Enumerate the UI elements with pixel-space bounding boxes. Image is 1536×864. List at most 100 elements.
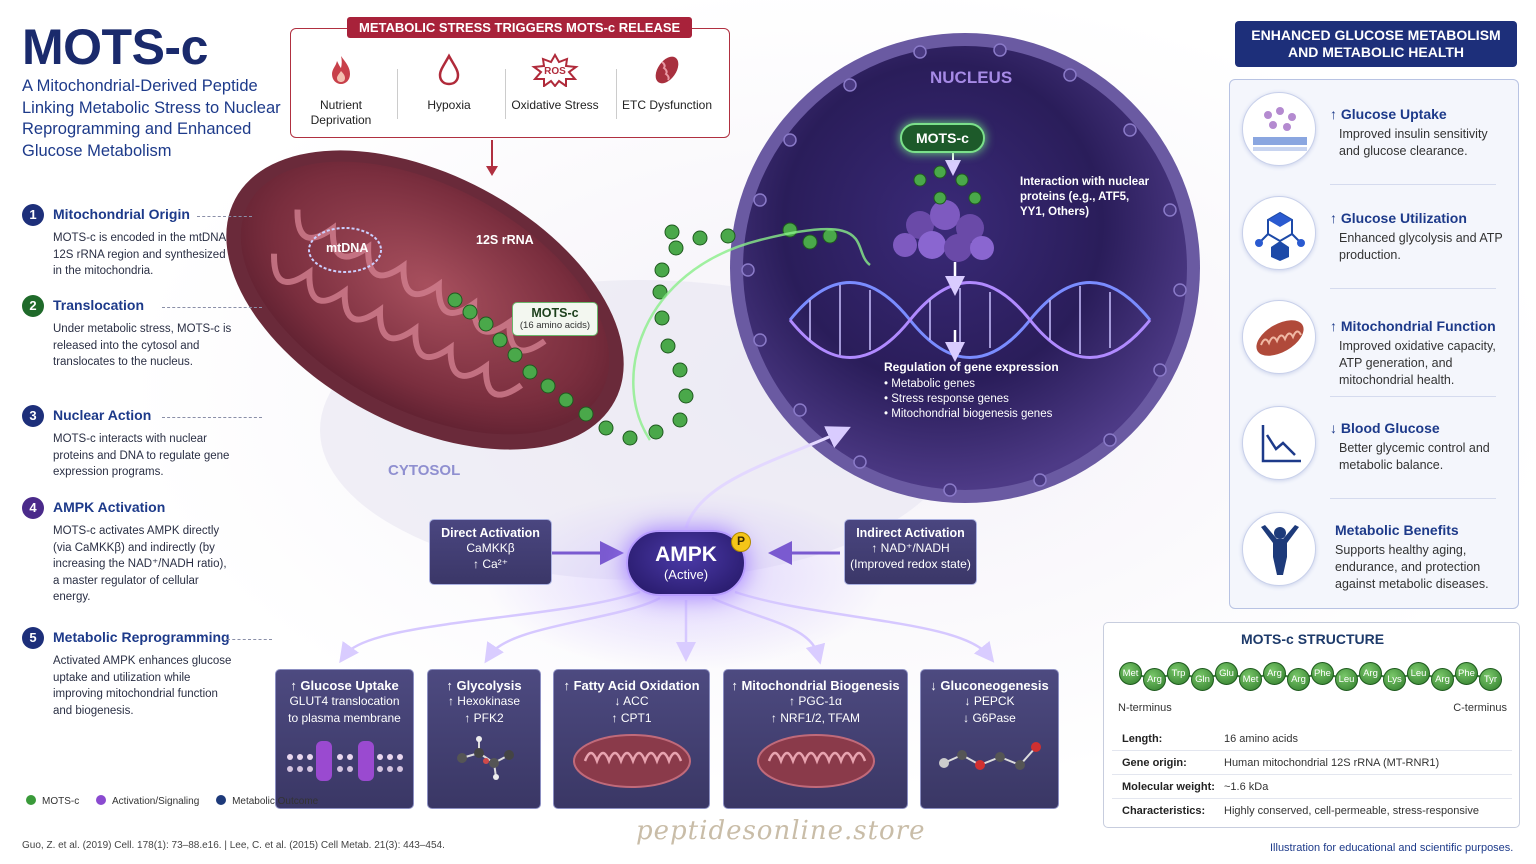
benefit-description: Enhanced glycolysis and ATP production. bbox=[1339, 231, 1503, 262]
footer-note: Illustration for educational and scienti… bbox=[1270, 842, 1514, 854]
step-title: Mitochondrial Origin bbox=[53, 206, 190, 222]
divider bbox=[505, 69, 506, 119]
spec-key: Molecular weight: bbox=[1122, 781, 1215, 793]
benefits-panel: ↑ Glucose Uptake Improved insulin sensit… bbox=[1229, 79, 1519, 609]
outcome-title: ↑ Mitochondrial Biogenesis bbox=[731, 678, 900, 693]
outcome-line: to plasma membrane bbox=[288, 711, 401, 725]
nucleus bbox=[730, 33, 1200, 503]
amino-acid-residue: Arg bbox=[1359, 662, 1382, 685]
outcome-line: ↑ PGC-1α bbox=[789, 694, 842, 708]
legend-swatch bbox=[26, 795, 36, 805]
nuclear-motsc-pill: MOTS-c bbox=[900, 123, 985, 153]
amino-acid-residue: Met bbox=[1239, 668, 1262, 691]
regulation-heading: Regulation of gene expression bbox=[884, 360, 1059, 374]
trigger-label: ETC Dysfunction bbox=[621, 98, 713, 112]
page-subtitle: A Mitochondrial-Derived Peptide Linking … bbox=[22, 77, 281, 160]
legend-label: Metabolic Outcome bbox=[232, 796, 319, 807]
step-title: Metabolic Reprogramming bbox=[53, 629, 230, 645]
benefit-description: Supports healthy aging, endurance, and p… bbox=[1335, 543, 1489, 591]
legend-swatch bbox=[216, 795, 227, 805]
spec-value: Human mitochondrial 12S rRNA (MT-RNR1) bbox=[1224, 757, 1440, 769]
ros-burst-icon: ROS bbox=[531, 52, 579, 88]
direct-activation-box: Direct Activation CaMKKβ ↑ Ca²⁺ bbox=[429, 519, 552, 585]
step-number: 2 bbox=[22, 295, 44, 317]
step-title: Nuclear Action bbox=[53, 407, 152, 423]
legend-item: Activation/Signaling bbox=[96, 795, 199, 807]
stress-triggers-heading: METABOLIC STRESS TRIGGERS MOTS-c RELEASE bbox=[347, 17, 693, 38]
spec-row: Gene origin: Human mitochondrial 12S rRNA… bbox=[1112, 751, 1512, 775]
person-arms-up-icon bbox=[1242, 512, 1316, 586]
spec-key: Characteristics: bbox=[1122, 805, 1206, 817]
trigger-etc-dysfunction: ETC Dysfunction bbox=[617, 53, 717, 113]
step-description: MOTS-c interacts with nuclear proteins a… bbox=[53, 433, 230, 478]
ampk-state: (Active) bbox=[663, 567, 709, 582]
amino-acid-residue: Leu bbox=[1407, 662, 1430, 685]
spec-key: Gene origin: bbox=[1122, 757, 1187, 769]
spec-row: Characteristics: Highly conserved, cell-p… bbox=[1112, 799, 1512, 823]
amino-acid-residue: Met bbox=[1119, 662, 1142, 685]
glucose-membrane-icon bbox=[1242, 92, 1316, 166]
trigger-label: Nutrient Deprivation bbox=[310, 98, 372, 127]
amino-acid-residue: Tyr bbox=[1479, 668, 1502, 691]
spec-row: Molecular weight: ~1.6 kDa bbox=[1112, 775, 1512, 799]
molecule-icon bbox=[457, 736, 514, 780]
step-description: MOTS-c is encoded in the mtDNA 12S rRNA … bbox=[53, 232, 226, 277]
outcome-glucose-uptake: ↑ Glucose Uptake GLUT4 translocation to … bbox=[275, 669, 414, 809]
regulation-item: Mitochondrial biogenesis genes bbox=[884, 407, 1084, 422]
trigger-oxidative-stress: ROS Oxidative Stress bbox=[505, 52, 605, 113]
indirect-activation-line: ↑ NAD⁺/NADH bbox=[871, 541, 950, 555]
amino-acid-residue: Leu bbox=[1335, 668, 1358, 691]
spec-value: ~1.6 kDa bbox=[1224, 781, 1269, 793]
motsc-tag-name: MOTS-c bbox=[531, 306, 579, 320]
gene-regulation-block: Regulation of gene expression Metabolic … bbox=[884, 360, 1084, 422]
outcome-gluconeogenesis: ↓ Gluconeogenesis ↓ PEPCK ↓ G6Pase bbox=[920, 669, 1059, 809]
direct-activation-title: Direct Activation bbox=[441, 526, 540, 540]
spec-value: Highly conserved, cell-permeable, stress… bbox=[1224, 805, 1479, 817]
outcome-line: ↑ CPT1 bbox=[611, 711, 652, 725]
step-title: Translocation bbox=[53, 297, 145, 313]
damaged-mitochondrion-icon bbox=[655, 56, 679, 84]
ampk-outcome-arrows bbox=[339, 590, 995, 665]
outcome-line: ↓ ACC bbox=[614, 694, 649, 708]
ampk-node: AMPK (Active) bbox=[626, 530, 746, 596]
step-number: 1 bbox=[22, 204, 44, 226]
phosphate-badge: P bbox=[731, 532, 751, 552]
divider bbox=[1330, 184, 1496, 185]
trigger-nutrient-deprivation: Nutrient Deprivation bbox=[291, 53, 391, 128]
mitochondrion-icon bbox=[1242, 300, 1316, 374]
trigger-label: Oxidative Stress bbox=[511, 98, 599, 112]
cytosol-label: CYTOSOL bbox=[388, 462, 461, 479]
mtdna-label: mtDNA bbox=[326, 241, 369, 255]
leader-line bbox=[197, 216, 252, 217]
trigger-label: Hypoxia bbox=[427, 98, 471, 112]
leader-line bbox=[227, 639, 272, 640]
ros-badge: ROS bbox=[544, 66, 566, 77]
outcome-line: ↓ G6Pase bbox=[963, 711, 1016, 725]
step-description: Activated AMPK enhances glucose uptake a… bbox=[53, 655, 232, 717]
legend-item: Metabolic Outcome bbox=[216, 795, 318, 807]
rrna-label: 12S rRNA bbox=[476, 233, 534, 247]
dna-helix bbox=[788, 281, 1152, 359]
outcome-glycolysis: ↑ Glycolysis ↑ Hexokinase ↑ PFK2 bbox=[427, 669, 541, 809]
step-description: Under metabolic stress, MOTS-c is releas… bbox=[53, 323, 232, 368]
ampk-title: AMPK bbox=[655, 543, 717, 566]
indirect-activation-line: (Improved redox state) bbox=[850, 557, 971, 571]
motsc-peptide-tag: MOTS-c (16 amino acids) bbox=[512, 302, 598, 336]
benefit-title: Metabolic Benefits bbox=[1335, 522, 1459, 538]
benefit-description: Improved insulin sensitivity and glucose… bbox=[1339, 127, 1488, 158]
droplet-icon bbox=[438, 53, 460, 86]
outcome-title: ↑ Glucose Uptake bbox=[290, 678, 399, 693]
benefits-heading: ENHANCED GLUCOSE METABOLISM AND METABOLI… bbox=[1235, 21, 1517, 67]
outcome-title: ↑ Glycolysis bbox=[446, 678, 522, 693]
amino-acid-residue: Arg bbox=[1263, 662, 1286, 685]
legend-label: MOTS-c bbox=[42, 796, 80, 807]
amino-acid-residue: Trp bbox=[1167, 662, 1190, 685]
stress-triggers-box: METABOLIC STRESS TRIGGERS MOTS-c RELEASE… bbox=[290, 17, 730, 138]
step-number: 3 bbox=[22, 405, 44, 427]
leader-line bbox=[162, 307, 262, 308]
divider bbox=[1330, 498, 1496, 499]
spec-key: Length: bbox=[1122, 733, 1163, 745]
glut4-membrane-icon bbox=[286, 741, 403, 781]
